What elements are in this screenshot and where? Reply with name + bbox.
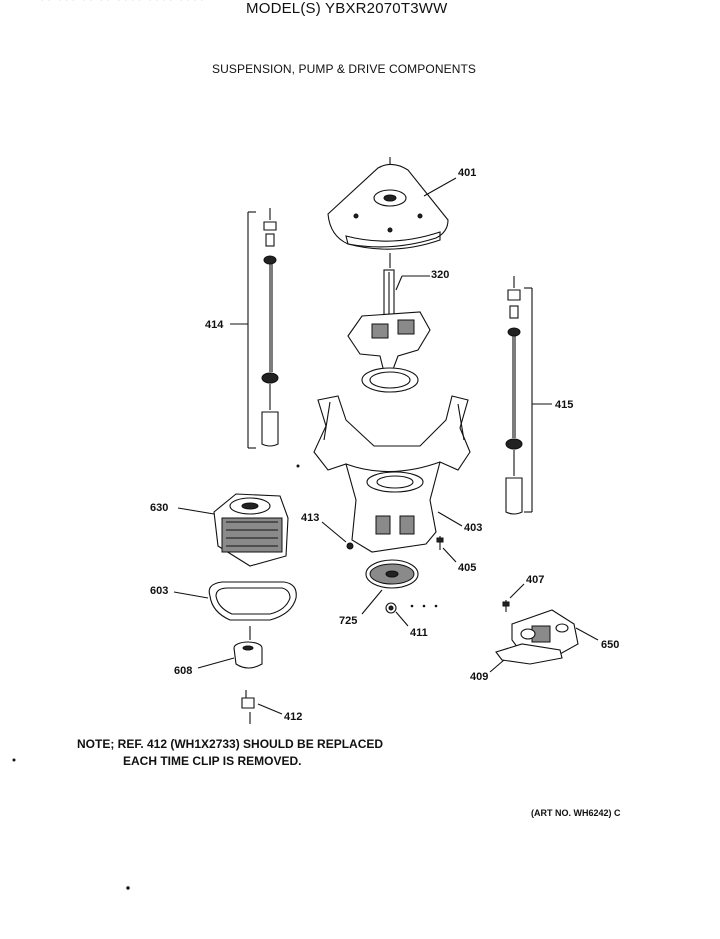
model-title: MODEL(S) YBXR2070T3WW	[246, 0, 448, 17]
callout-403: 403	[464, 522, 482, 534]
callout-411: 411	[410, 627, 428, 639]
note-line-2: EACH TIME CLIP IS REMOVED.	[123, 754, 302, 768]
part-608-motor-pulley: 608	[174, 641, 263, 677]
callout-603: 603	[150, 585, 168, 597]
part-725-pulley: 725	[339, 559, 419, 627]
part-603-belt: 603	[150, 581, 297, 640]
section-title: SUSPENSION, PUMP & DRIVE COMPONENTS	[212, 62, 476, 76]
callout-401: 401	[458, 167, 476, 179]
part-409-bracket: 409	[470, 643, 563, 683]
part-407-screw: 407	[502, 574, 544, 612]
callout-412: 412	[284, 711, 302, 723]
header-fragment: ~~ ~~~ ~~ ~~ ~~~~ ~~~~ ~~~~	[38, 0, 218, 5]
callout-320: 320	[431, 269, 449, 281]
part-320-transmission: 320	[347, 253, 449, 393]
part-413-clip: 413	[301, 512, 354, 550]
note-line-1: NOTE; REF. 412 (WH1X2733) SHOULD BE REPL…	[77, 737, 384, 751]
part-403-mounting-base: 403	[313, 395, 482, 553]
callout-414: 414	[205, 319, 224, 331]
callout-409: 409	[470, 671, 488, 683]
art-number: (ART NO. WH6242) C	[531, 808, 621, 818]
part-414-suspension-rod-left: 414	[205, 208, 279, 449]
callout-413: 413	[301, 512, 319, 524]
callout-725: 725	[339, 615, 357, 627]
callout-650: 650	[601, 639, 619, 651]
callout-405: 405	[458, 562, 476, 574]
part-415-suspension-rod-right: 415	[505, 276, 573, 515]
callout-407: 407	[526, 574, 544, 586]
part-411-nut: 411	[385, 602, 438, 639]
part-630-pump-motor: 630	[150, 493, 289, 567]
callout-608: 608	[174, 665, 192, 677]
callout-415: 415	[555, 399, 573, 411]
part-412-clip: 412	[241, 690, 302, 724]
part-405-screw: 405	[436, 536, 476, 574]
callout-630: 630	[150, 502, 168, 514]
part-401-cover: 401	[327, 157, 476, 250]
